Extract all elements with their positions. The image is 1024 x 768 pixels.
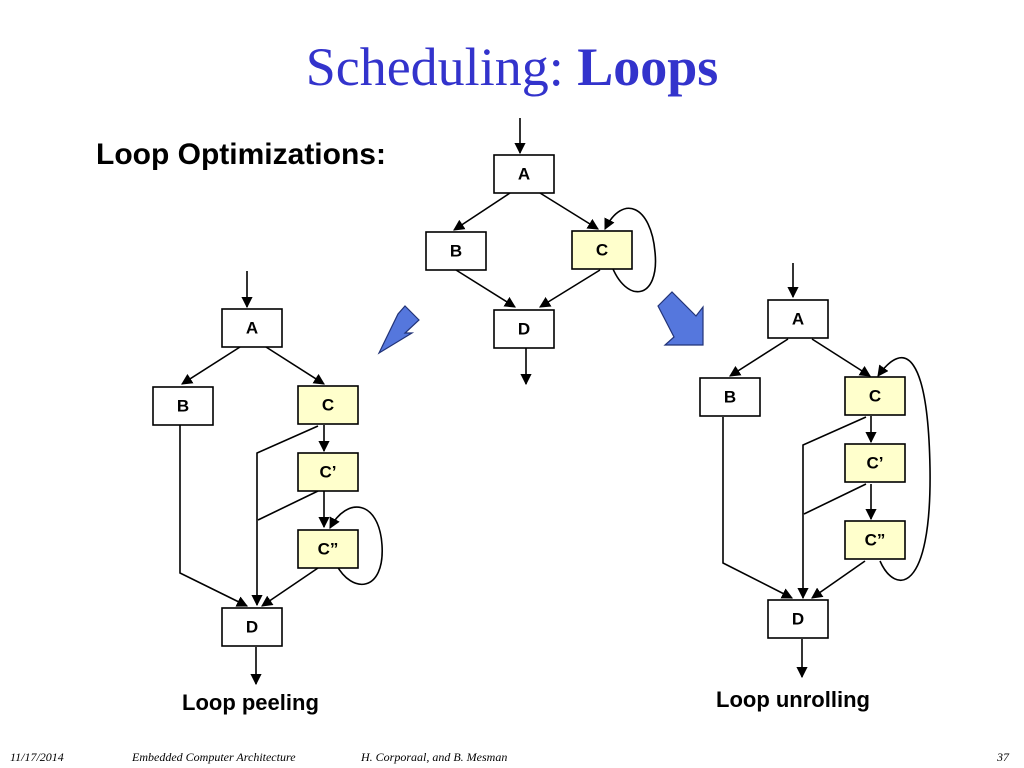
edge-a-b [453, 192, 511, 231]
svg-text:C: C [596, 241, 608, 260]
edge-c-loop [604, 207, 657, 293]
edge-c-d [539, 269, 601, 308]
svg-text:C: C [869, 387, 881, 406]
svg-text:A: A [246, 319, 258, 338]
edge-c1-d [257, 490, 319, 521]
node-original-a: A [493, 154, 555, 194]
caption-loop-unrolling: Loop unrolling [716, 687, 870, 712]
subtitle: Loop Optimizations: [96, 138, 386, 171]
svg-text:D: D [246, 618, 258, 637]
footer-authors: H. Corporaal, and B. Mesman [361, 750, 508, 764]
edge-b-d [722, 417, 793, 599]
edge-a-b [181, 346, 241, 385]
title-plain: Scheduling: [305, 37, 578, 97]
node-original-d: D [493, 309, 555, 349]
edge-a-c [811, 338, 871, 377]
node-original-b: B [425, 231, 487, 271]
node-unrolling-c-prime: C’ [844, 443, 906, 483]
node-unrolling-c: C [844, 376, 906, 416]
node-peeling-c: C [297, 385, 359, 425]
edge-a-b [729, 338, 789, 377]
svg-text:B: B [450, 242, 462, 261]
svg-text:B: B [177, 397, 189, 416]
node-peeling-c-double-prime: C” [297, 529, 359, 569]
node-unrolling-d: D [767, 599, 829, 639]
edge-c-d [797, 416, 867, 600]
svg-text:C”: C” [318, 540, 339, 559]
node-peeling-b: B [152, 386, 214, 426]
peeling-cfg: A B C C’ C” D [152, 271, 383, 686]
edge-b-d [455, 269, 516, 308]
unrolling-cfg: A B C C’ C” D [699, 263, 931, 679]
edge-a-c [265, 346, 325, 385]
svg-text:D: D [792, 610, 804, 629]
edge-a-c [539, 192, 599, 230]
svg-text:C’: C’ [320, 463, 337, 482]
svg-text:C: C [322, 396, 334, 415]
svg-text:C’: C’ [867, 454, 884, 473]
edge-c2-loop-back [877, 357, 931, 582]
svg-text:A: A [792, 310, 804, 329]
caption-loop-peeling: Loop peeling [182, 690, 319, 715]
footer-date: 11/17/2014 [10, 750, 64, 764]
node-peeling-a: A [221, 308, 283, 348]
arrow-to-peeling-icon [377, 305, 420, 355]
node-unrolling-b: B [699, 377, 761, 417]
node-unrolling-a: A [767, 299, 829, 339]
footer-course: Embedded Computer Architecture [132, 750, 296, 764]
title-bold: Loops [577, 37, 719, 97]
svg-text:B: B [724, 388, 736, 407]
svg-text:A: A [518, 165, 530, 184]
footer-page-number: 37 [997, 750, 1009, 764]
edge-c2-d [261, 567, 319, 607]
loop-optimization-diagram: A B C D A [152, 118, 931, 686]
edge-c2-loop [329, 506, 383, 586]
node-original-c: C [571, 230, 633, 270]
arrow-to-unrolling-icon [657, 291, 704, 346]
node-unrolling-c-double-prime: C” [844, 520, 906, 560]
edge-b-d [179, 425, 249, 607]
original-cfg: A B C D [425, 118, 657, 386]
edge-c1-d [803, 483, 867, 515]
svg-text:C”: C” [865, 531, 886, 550]
edge-c-d [251, 425, 319, 607]
node-peeling-c-prime: C’ [297, 452, 359, 492]
svg-text:D: D [518, 320, 530, 339]
edge-c2-d [811, 560, 866, 599]
node-peeling-d: D [221, 607, 283, 647]
slide-title: Scheduling: Loops [0, 37, 1024, 97]
